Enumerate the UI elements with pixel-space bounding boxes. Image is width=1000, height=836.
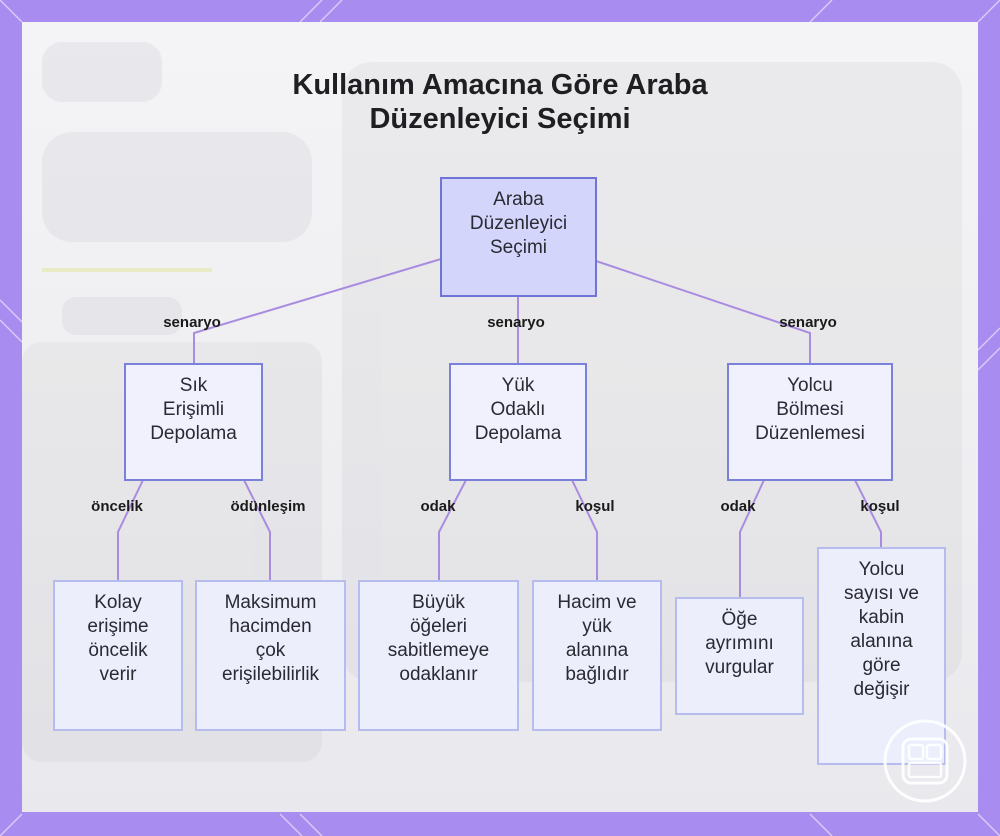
node-text-root-line-2: Seçimi bbox=[490, 237, 547, 258]
edge-label-n3-l5: odak bbox=[720, 498, 756, 515]
node-text-l4-line-3: bağlıdır bbox=[565, 664, 629, 685]
edge-n2-l4 bbox=[572, 480, 597, 581]
edge-label-n1-l2: ödünleşim bbox=[230, 498, 305, 515]
node-text-root-line-1: Düzenleyici bbox=[470, 213, 567, 234]
node-l2: Maksimum hacimden çok erişilebilirlik bbox=[196, 581, 345, 730]
node-text-l3-line-3: odaklanır bbox=[399, 664, 478, 685]
edge-label-n2-l4: koşul bbox=[575, 498, 614, 515]
node-text-l3-line-2: sabitlemeye bbox=[388, 640, 489, 661]
node-text-l5-line-0: Öğe bbox=[722, 609, 758, 630]
node-text-l4-line-0: Hacim ve bbox=[557, 592, 636, 613]
edge-label-n3-l6: koşul bbox=[860, 498, 899, 515]
edge-n1-l1 bbox=[118, 480, 143, 581]
node-text-l1-line-0: Kolay bbox=[94, 592, 142, 613]
node-text-l2-line-2: çok bbox=[256, 640, 286, 661]
node-text-l4-line-1: yük bbox=[582, 616, 612, 637]
edge-n2-l3 bbox=[439, 480, 466, 581]
node-l4: Hacim ve yük alanına bağlıdır bbox=[533, 581, 661, 730]
node-text-l1-line-2: öncelik bbox=[88, 640, 148, 661]
edge-n1-l2 bbox=[244, 480, 270, 581]
node-text-l3-line-1: öğeleri bbox=[410, 616, 467, 637]
edge-label-n1-l1: öncelik bbox=[91, 498, 143, 515]
node-l5: Öğe ayrımını vurgular bbox=[676, 598, 803, 714]
node-text-l6-line-3: alanına bbox=[850, 631, 913, 652]
node-text-root-line-0: Araba bbox=[493, 189, 544, 210]
edge-label-root-n3: senaryo bbox=[779, 314, 837, 331]
edge-root-n3 bbox=[596, 261, 810, 364]
edge-label-root-n1: senaryo bbox=[163, 314, 221, 331]
node-text-n1-line-1: Erişimli bbox=[163, 399, 224, 420]
edge-label-root-n2: senaryo bbox=[487, 314, 545, 331]
edge-label-n2-l3: odak bbox=[420, 498, 456, 515]
node-text-l6-line-5: değişir bbox=[854, 679, 911, 700]
node-text-l5-line-1: ayrımını bbox=[705, 633, 774, 654]
nodes-layer: ArabaDüzenleyiciSeçimiSıkErişimliDepolam… bbox=[54, 178, 945, 764]
node-text-l6-line-0: Yolcu bbox=[859, 559, 905, 580]
node-text-l3-line-0: Büyük bbox=[412, 592, 465, 613]
node-text-l4-line-2: alanına bbox=[566, 640, 629, 661]
node-text-l2-line-1: hacimden bbox=[229, 616, 311, 637]
node-text-n3-line-0: Yolcu bbox=[787, 375, 833, 396]
node-text-n3-line-2: Düzenlemesi bbox=[755, 423, 865, 444]
node-text-n2-line-0: Yük bbox=[502, 375, 535, 396]
brand-logo-icon bbox=[882, 718, 968, 804]
node-text-n1-line-0: Sık bbox=[180, 375, 208, 396]
node-l3: Büyük öğeleri sabitlemeye odaklanır bbox=[359, 581, 518, 730]
node-text-l1-line-3: verir bbox=[100, 664, 138, 685]
node-text-l2-line-0: Maksimum bbox=[225, 592, 317, 613]
node-text-l6-line-1: sayısı ve bbox=[844, 583, 919, 604]
node-text-n3-line-1: Bölmesi bbox=[776, 399, 844, 420]
edge-root-n1 bbox=[194, 259, 441, 364]
node-text-n2-line-2: Depolama bbox=[475, 423, 562, 444]
node-text-l2-line-3: erişilebilirlik bbox=[222, 664, 320, 685]
node-text-l6-line-2: kabin bbox=[859, 607, 904, 628]
node-text-l6-line-4: göre bbox=[862, 655, 900, 676]
node-l1: Kolay erişime öncelik verir bbox=[54, 581, 182, 730]
node-text-n1-line-2: Depolama bbox=[150, 423, 237, 444]
node-text-l1-line-1: erişime bbox=[87, 616, 148, 637]
node-text-l5-line-2: vurgular bbox=[705, 657, 774, 678]
node-text-n2-line-1: Odaklı bbox=[491, 399, 546, 420]
